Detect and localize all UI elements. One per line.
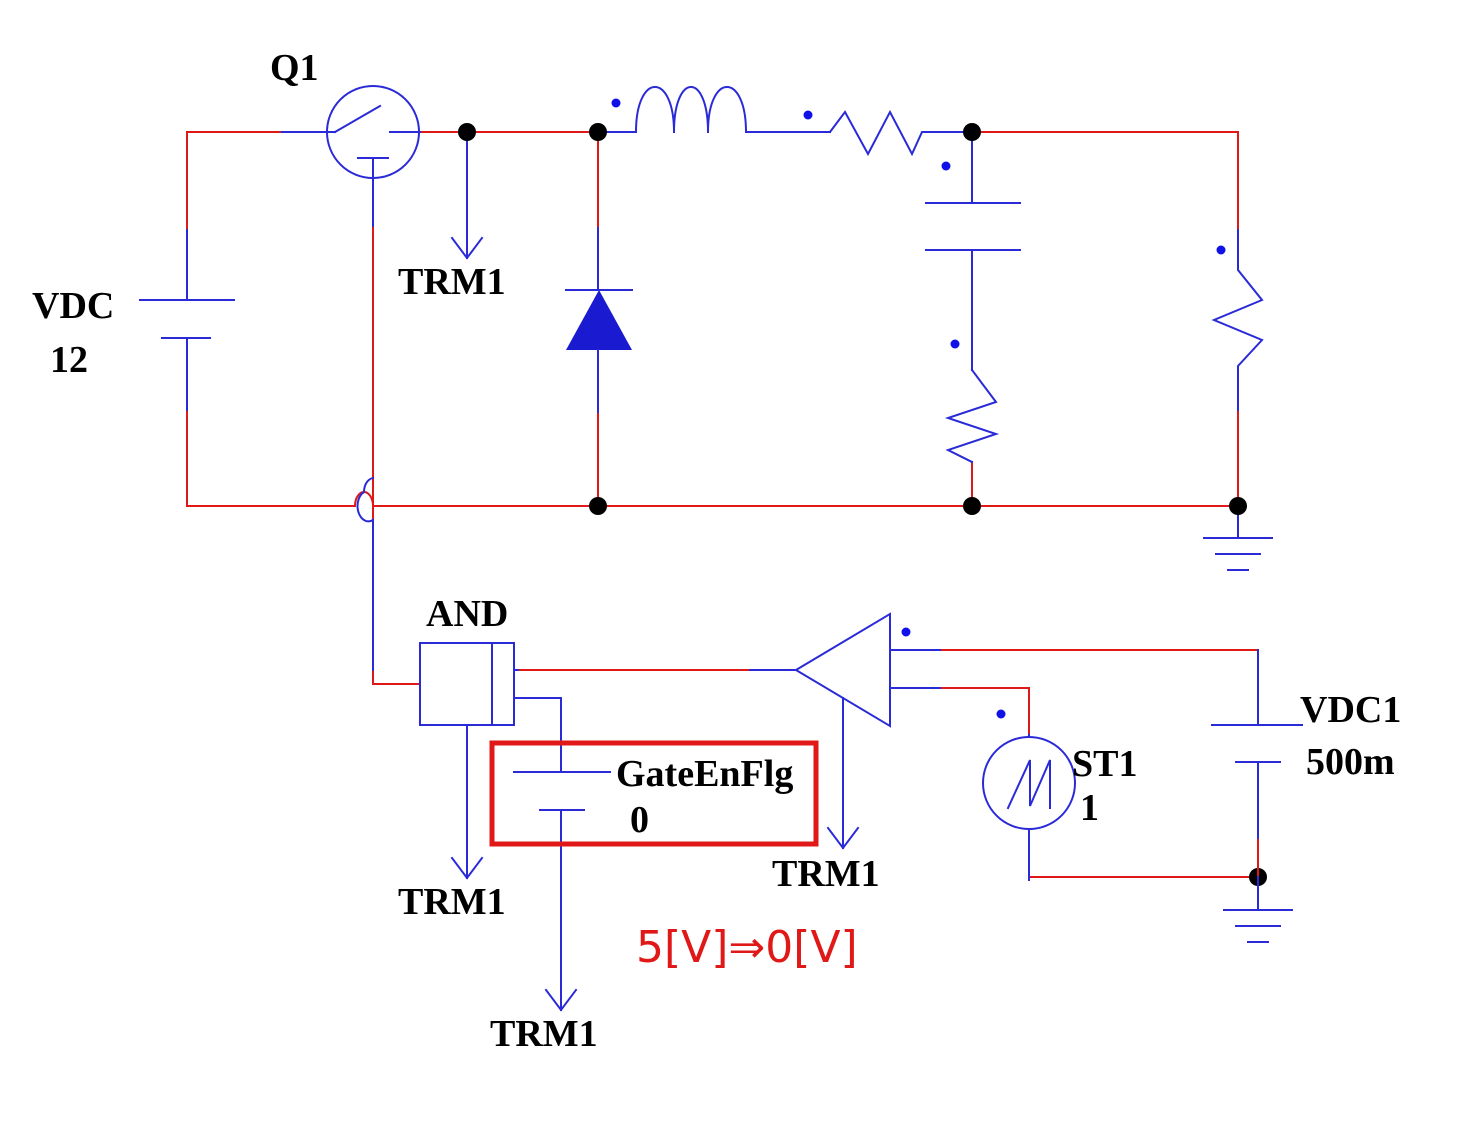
esr-resistor-pin-dot xyxy=(950,339,960,349)
highlight-box xyxy=(489,740,819,847)
trm1-and-probe xyxy=(450,724,484,880)
gate-flag-name-label: GateEnFlg xyxy=(616,753,793,795)
load-resistor-pin-dot xyxy=(1216,245,1226,255)
capacitor-symbol xyxy=(925,131,1021,371)
esr-resistor-symbol xyxy=(944,368,1000,464)
gate-flag-value-label: 0 xyxy=(630,799,649,841)
crossover-hop-lower xyxy=(356,476,375,671)
node xyxy=(963,123,981,141)
inductor-symbol xyxy=(597,86,831,134)
vdc-name-label: VDC xyxy=(32,285,114,327)
inductor-pin-dot xyxy=(611,98,621,108)
junction-nodes xyxy=(458,123,1267,886)
trm1-comp-label: TRM1 xyxy=(772,853,880,895)
vdc1-battery-symbol xyxy=(1211,649,1303,841)
node xyxy=(1229,497,1247,515)
series-resistor-pin-dot xyxy=(803,110,813,120)
st1-sawtooth-source-symbol xyxy=(982,734,1076,881)
node xyxy=(589,497,607,515)
series-resistor-symbol xyxy=(828,109,973,157)
trm1-and-label: TRM1 xyxy=(398,881,506,923)
vdc1-value-label: 500m xyxy=(1306,741,1395,783)
load-resistor-symbol xyxy=(1211,229,1264,411)
comparator-symbol xyxy=(749,612,941,850)
st1-pin-dot xyxy=(996,709,1006,719)
st1-name-label: ST1 xyxy=(1072,743,1137,785)
trm1-top-probe xyxy=(450,131,484,260)
vdc1-name-label: VDC1 xyxy=(1300,689,1401,731)
diode-symbol xyxy=(565,227,633,413)
trm1-flag-label: TRM1 xyxy=(490,1013,598,1055)
vdc-value-label: 12 xyxy=(50,339,88,381)
q1-label: Q1 xyxy=(270,47,319,89)
q1-switch-symbol xyxy=(281,85,421,229)
gate-flag-source-symbol xyxy=(513,771,611,1012)
comparator-pin-dot xyxy=(901,627,911,637)
node xyxy=(963,497,981,515)
node xyxy=(589,123,607,141)
vdc-battery-symbol xyxy=(139,229,235,411)
ground-symbol-power xyxy=(1203,505,1273,571)
ground-symbol-control xyxy=(1223,876,1293,943)
st1-value-label: 1 xyxy=(1080,787,1099,829)
node xyxy=(458,123,476,141)
and-gate-label: AND xyxy=(426,593,508,635)
capacitor-pin-dot xyxy=(941,161,951,171)
voltage-change-annotation: 5[V]⇒0[V] xyxy=(636,922,858,973)
trm1-top-label: TRM1 xyxy=(398,261,506,303)
